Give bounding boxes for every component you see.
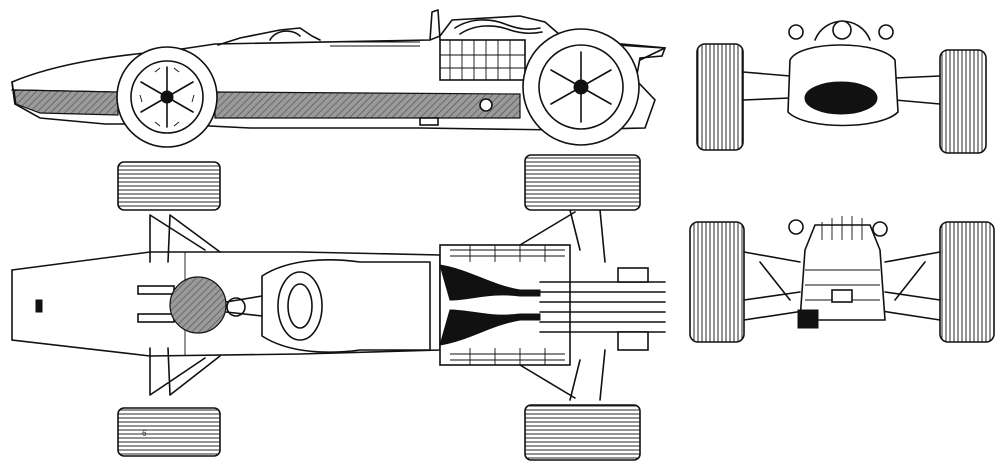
top-helmet-visor xyxy=(287,283,313,329)
rear-view-engine xyxy=(799,224,886,321)
front-view-tire-left xyxy=(696,43,744,151)
top-column-joint xyxy=(226,297,246,317)
rear-rim xyxy=(538,44,624,130)
top-exhaust-pipes xyxy=(539,281,666,333)
rear-spokes xyxy=(550,51,612,123)
front-view-intake xyxy=(804,81,878,115)
top-steering-rack-b xyxy=(137,313,175,323)
top-front-tire-right xyxy=(117,407,221,457)
front-spoke-holes xyxy=(139,67,195,127)
side-exhaust-pipes xyxy=(454,19,543,35)
rear-view-stacks xyxy=(805,216,880,301)
top-steering-wheel xyxy=(169,276,227,334)
front-view xyxy=(696,20,987,154)
side-view xyxy=(11,9,667,148)
side-front-wheel xyxy=(116,46,218,148)
rear-view-lamp-right xyxy=(872,221,888,237)
side-engine-block xyxy=(439,39,526,81)
top-manifold xyxy=(439,264,541,346)
top-cockpit-opening xyxy=(261,259,431,353)
front-view-mirror-left xyxy=(788,24,804,40)
top-view xyxy=(11,154,666,461)
top-front-suspension xyxy=(149,214,221,396)
top-engine-heads xyxy=(450,245,565,365)
side-stripe-mid xyxy=(214,91,521,119)
front-view-suspension xyxy=(742,71,941,105)
rear-view-lamp-left xyxy=(788,219,804,235)
top-gearbox-upper xyxy=(617,267,649,283)
top-rear-suspension xyxy=(519,209,606,401)
top-front-tire-left xyxy=(117,161,221,211)
side-windscreen xyxy=(217,27,321,46)
side-engine-detail xyxy=(440,40,525,80)
front-view-tire-right xyxy=(939,49,987,154)
side-filler-cap xyxy=(479,98,493,112)
top-rear-tire-right xyxy=(524,404,641,461)
rear-view-gearbox xyxy=(831,289,853,303)
top-intake xyxy=(35,299,43,313)
rear-view xyxy=(689,216,995,343)
top-column xyxy=(225,295,263,317)
top-rear-tire-left xyxy=(524,154,641,211)
front-spokes xyxy=(140,66,194,128)
side-driver-head xyxy=(269,30,301,41)
front-view-helmet xyxy=(832,20,852,40)
side-stripe xyxy=(13,89,119,116)
rear-view-tire-left xyxy=(689,221,745,343)
top-gearbox-lower xyxy=(617,331,649,351)
rear-view-oil-tank xyxy=(797,309,819,329)
front-view-mirror-right xyxy=(878,24,894,40)
rear-view-suspension xyxy=(743,251,941,321)
side-cockpit-edge xyxy=(320,41,420,47)
margin-mark: 6 xyxy=(142,429,147,438)
front-rim xyxy=(130,60,204,134)
rear-view-tire-right xyxy=(939,221,995,343)
side-roll-hoop xyxy=(429,9,441,41)
side-rear-wheel xyxy=(522,28,640,146)
top-driver-helmet xyxy=(277,271,323,341)
side-step xyxy=(419,117,439,126)
top-steering-rack xyxy=(137,285,175,295)
top-engine-bay xyxy=(439,244,571,366)
